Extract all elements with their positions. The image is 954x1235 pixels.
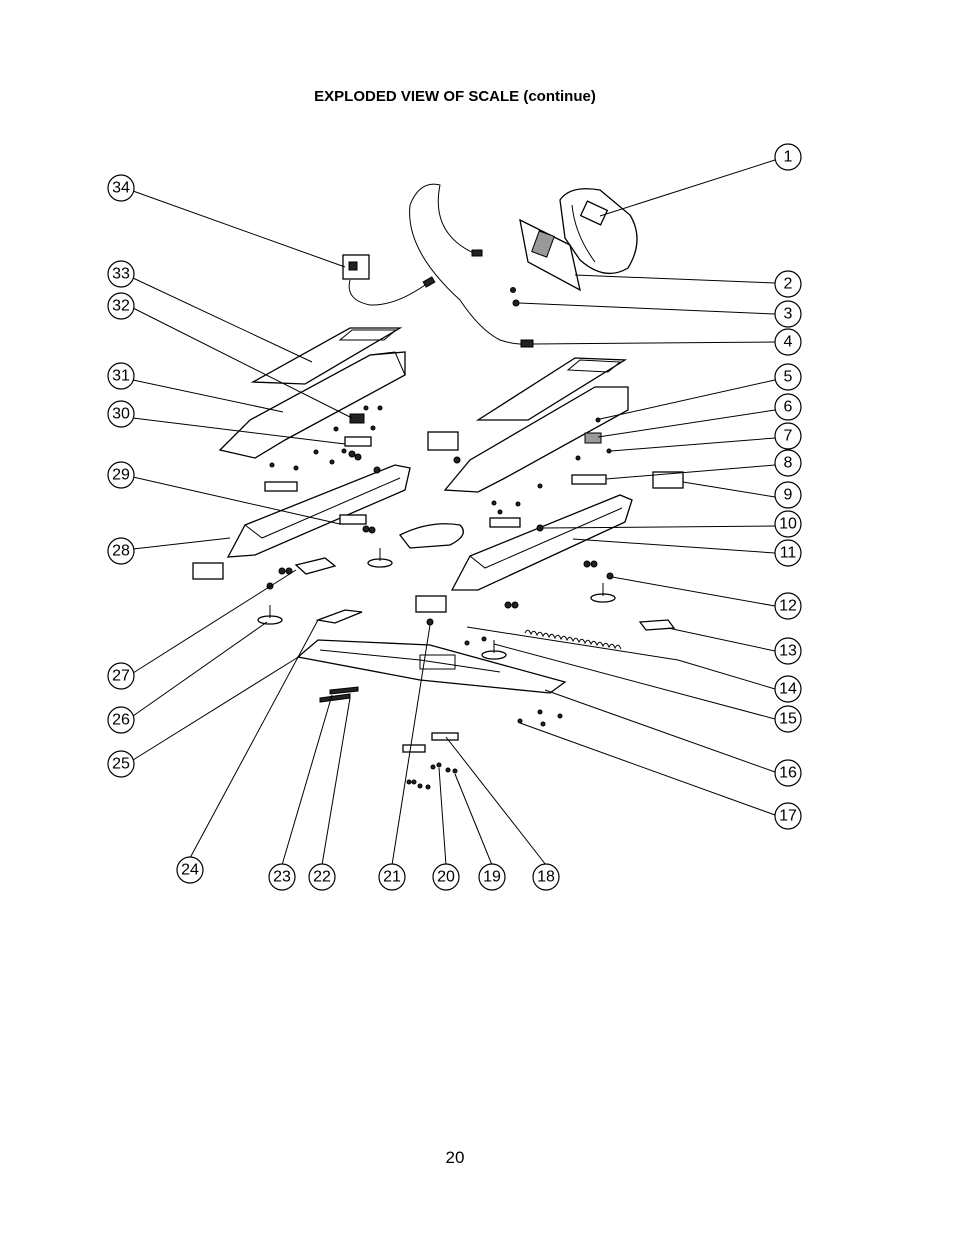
bracket-screw — [512, 299, 520, 307]
clip-right — [431, 732, 459, 741]
callout-label: 12 — [779, 598, 797, 615]
small-spring-b — [329, 686, 359, 695]
callout-labels: 1 2 3 4 5 6 7 8 9 10 11 12 13 14 15 16 1… — [112, 149, 797, 886]
plate-left-mid — [339, 514, 367, 525]
callout-label: 22 — [313, 869, 331, 886]
display-cable — [409, 183, 529, 345]
callout-label: 27 — [112, 668, 130, 685]
bracket-screw-2 — [510, 287, 516, 293]
parts-artwork — [192, 183, 684, 790]
callout-label: 10 — [779, 516, 797, 533]
display-bracket — [519, 218, 581, 292]
pad-left — [294, 557, 337, 575]
callout-label: 33 — [112, 266, 130, 283]
callout-label: 3 — [784, 306, 793, 323]
right-keypad-sheet — [475, 357, 628, 421]
spring-rod — [466, 626, 679, 661]
center-bracket — [427, 431, 459, 451]
right-side-bracket — [652, 471, 684, 489]
pad-right — [638, 619, 676, 631]
main-platform — [296, 639, 567, 694]
spring-coil — [524, 629, 622, 650]
base-plate-small — [315, 609, 363, 624]
callout-label: 7 — [784, 428, 793, 445]
left-side-rail — [226, 464, 411, 558]
plate-left-lower — [264, 481, 298, 492]
callout-circles — [107, 143, 802, 891]
callout-label: 26 — [112, 712, 130, 729]
callout-label: 24 — [181, 862, 199, 879]
left-foot-bracket — [192, 562, 224, 580]
sensor-block — [584, 432, 602, 444]
ac-adapter — [342, 254, 436, 306]
callout-label: 17 — [779, 808, 797, 825]
callout-label: 11 — [780, 545, 797, 562]
callout-label: 28 — [112, 543, 130, 560]
callout-label: 30 — [112, 406, 130, 423]
callout-label: 18 — [537, 869, 555, 886]
callout-label: 5 — [784, 369, 793, 386]
leader-lines — [132, 159, 776, 866]
callout-label: 2 — [784, 276, 793, 293]
callout-label: 4 — [784, 334, 793, 351]
cable-connector-top — [471, 249, 483, 257]
clip-left — [402, 744, 426, 753]
cable-connector-bottom — [520, 339, 534, 348]
callout-label: 21 — [383, 869, 401, 886]
callout-label: 6 — [784, 399, 793, 416]
callout-label: 13 — [779, 643, 797, 660]
small-spring-a — [319, 693, 351, 703]
left-keypad-sheet — [250, 327, 403, 385]
callout-label: 20 — [437, 869, 455, 886]
callout-label: 25 — [112, 756, 130, 773]
callout-label: 32 — [112, 298, 130, 315]
small-bracket — [349, 413, 365, 424]
callout-label: 8 — [784, 455, 793, 472]
callout-label: 31 — [112, 368, 130, 385]
plate-left-upper — [344, 436, 372, 447]
callout-label: 1 — [784, 149, 793, 166]
page-title: EXPLODED VIEW OF SCALE (continue) — [314, 88, 596, 105]
page-number: 20 — [445, 1148, 465, 1167]
callout-label: 23 — [273, 869, 291, 886]
callout-label: 16 — [779, 765, 797, 782]
callout-label: 9 — [784, 487, 793, 504]
callout-label: 15 — [779, 711, 797, 728]
plate-right-upper — [571, 474, 607, 485]
front-foot-bracket — [415, 595, 447, 613]
plate-right-mid — [489, 517, 521, 528]
screws — [266, 405, 614, 790]
callout-label: 14 — [779, 681, 797, 698]
callout-label: 29 — [112, 467, 130, 484]
carry-handle — [399, 523, 464, 549]
right-side-rail — [450, 494, 633, 591]
right-top-cover — [443, 386, 629, 493]
callout-label: 19 — [483, 869, 501, 886]
callout-label: 34 — [112, 180, 130, 197]
